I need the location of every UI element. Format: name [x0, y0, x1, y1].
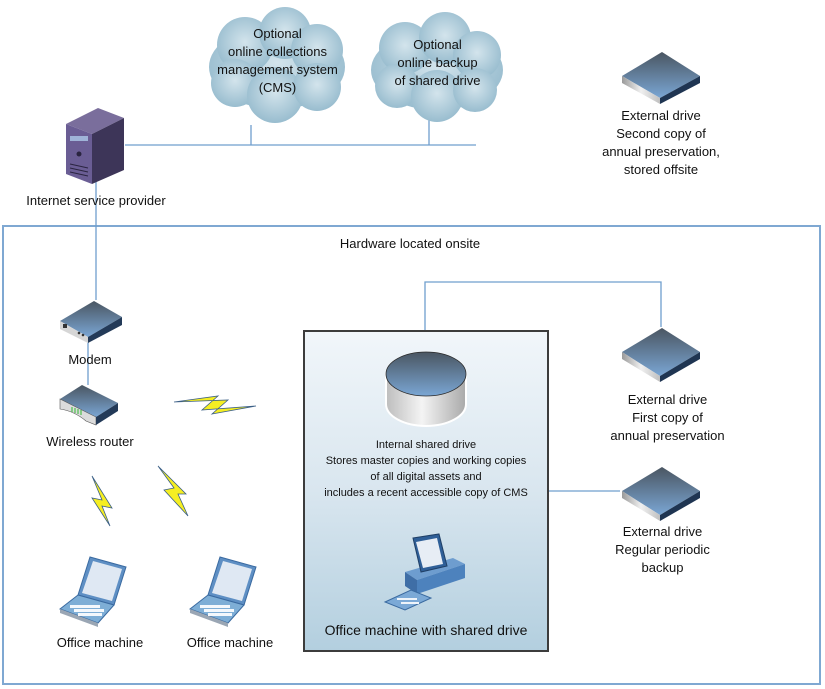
cloud-backup-label: Optional online backup of shared drive — [394, 37, 481, 88]
modem-label: Modem — [68, 352, 112, 367]
wireless-signal-icon-to-shared — [173, 395, 257, 415]
external-drive-icon-first-copy — [622, 328, 700, 382]
office-machine-shared-label: Office machine with shared drive — [324, 622, 528, 638]
wireless-router-icon — [59, 385, 118, 426]
external-drive-icon-periodic-backup — [622, 467, 700, 521]
cloud-icon-cms — [209, 7, 345, 123]
connector-shared-first-drive — [424, 281, 662, 330]
internal-shared-drive-icon — [385, 351, 467, 427]
laptop-2-label: Office machine — [186, 635, 274, 650]
isp-label: Internet service provider — [26, 193, 166, 208]
modem-icon — [60, 301, 122, 343]
external-drive-icon-offsite — [622, 52, 700, 104]
onsite-hardware-container — [2, 225, 821, 685]
internal-shared-drive-label: Internal shared drive Stores master copi… — [324, 439, 528, 499]
onsite-title: Hardware located onsite — [339, 236, 481, 251]
periodic-backup-drive-label: External drive Regular periodic backup — [615, 524, 710, 575]
laptop-1-label: Office machine — [56, 635, 144, 650]
server-icon — [66, 108, 124, 184]
desktop-computer-icon — [383, 533, 465, 611]
router-label: Wireless router — [46, 434, 134, 449]
cloud-cms-label: Optional online collections management s… — [217, 26, 338, 95]
wireless-signal-icon-laptop-2 — [157, 465, 189, 517]
laptop-icon-1 — [58, 556, 127, 627]
wireless-signal-icon-laptop-1 — [91, 475, 113, 527]
cloud-icon-backup — [371, 12, 503, 122]
first-copy-drive-label: External drive First copy of annual pres… — [610, 392, 725, 443]
laptop-icon-2 — [188, 556, 257, 627]
offsite-drive-label: External drive Second copy of annual pre… — [602, 108, 720, 177]
